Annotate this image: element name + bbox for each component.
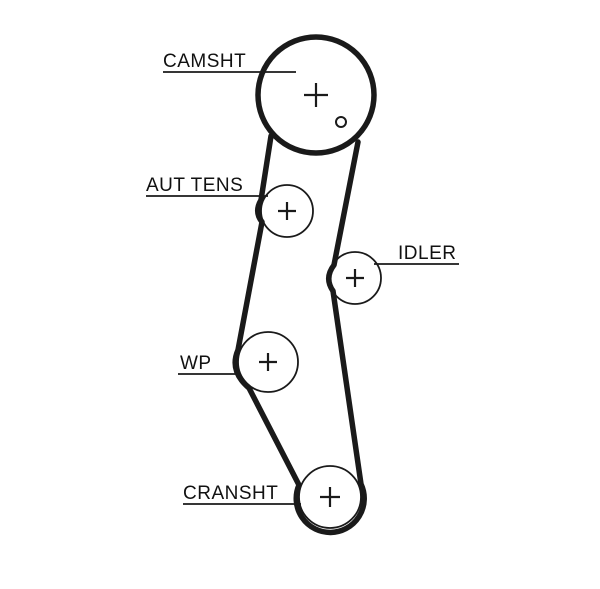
camshaft-center-cross-icon [304,83,328,107]
water-pump-center-cross-icon [259,353,277,371]
water-pump-pulley-circle [237,331,299,393]
auto-tensioner-label: AUT TENS [146,175,244,196]
idler-center-cross-icon [346,269,364,287]
crankshaft-center-cross-icon [320,487,340,507]
water-pump-label: WP [180,353,212,374]
auto-tensioner-pulley-circle [260,184,314,238]
camshaft-pulley-circle [255,34,377,156]
crankshaft-label: CRANSHT [183,483,279,504]
crankshaft-pulley-circle [298,465,362,529]
auto-tensioner-center-cross-icon [278,202,296,220]
idler-pulley-circle [328,251,382,305]
camshaft-label: CAMSHT [163,51,247,72]
camshaft-timing-hole-icon [335,116,347,128]
idler-label: IDLER [398,243,457,264]
